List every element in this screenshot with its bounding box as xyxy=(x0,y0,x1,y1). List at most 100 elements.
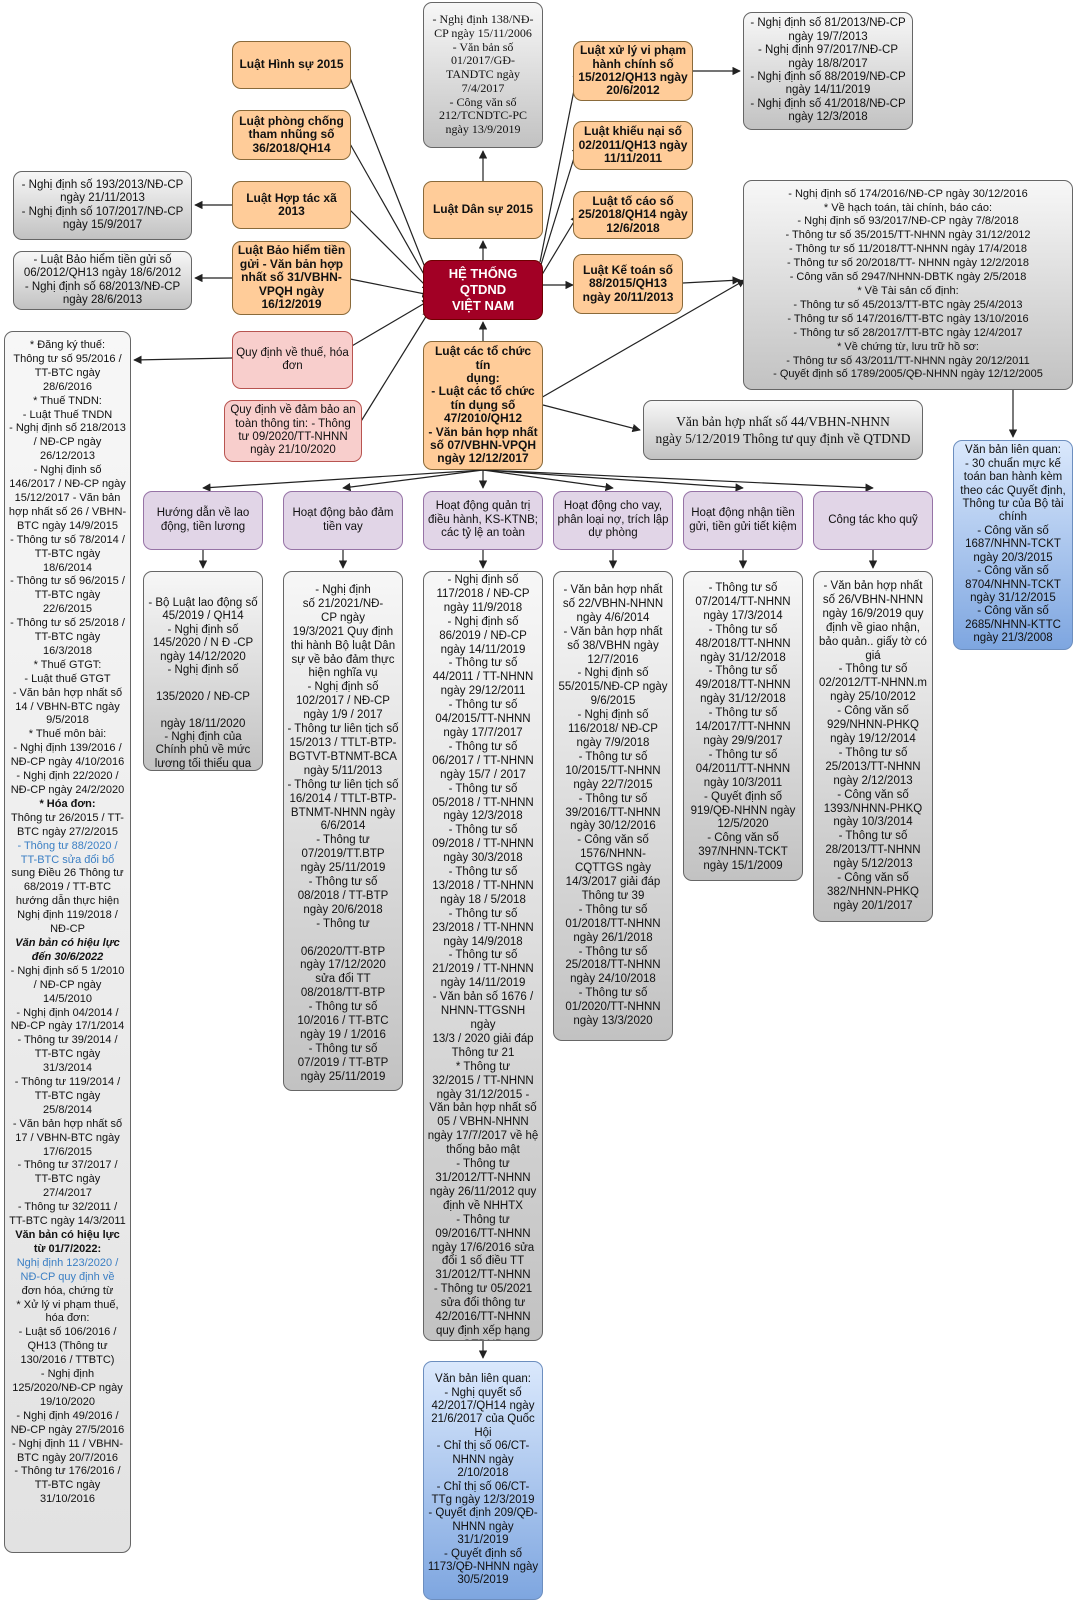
text-line: - Thông tư số 96/2015 / xyxy=(10,575,125,588)
text-line: 9/5/2018 xyxy=(46,714,89,727)
text-line: 15/12/2017 - Văn bản xyxy=(14,491,121,504)
text-line: 2685/NHNN-KTTC xyxy=(965,618,1061,631)
text-line: CQTTGS ngày xyxy=(574,862,652,875)
text-line: TT-BTC sửa đổi bổ xyxy=(20,853,115,866)
text-line: - Thông tư 119/2014 / xyxy=(14,1076,121,1089)
text-line: 01/2017/GĐ- xyxy=(451,53,515,68)
text-line: - Thông tư số 78/2014 / xyxy=(10,533,125,546)
text-line: chính xyxy=(998,511,1028,524)
text-line: 36/2018/QH14 xyxy=(252,140,331,155)
text-line: 22/6/2015 xyxy=(43,603,92,616)
category-kho-quy[interactable]: Công tác kho quỹ xyxy=(813,491,933,550)
text-line: - Thông tư số 25/2018 / xyxy=(10,617,125,630)
text-line: 44/2011 / TT-NHNN xyxy=(432,671,534,684)
node-dan-su-docs[interactable]: - Nghị định 138/NĐ-CP ngày 15/11/2006- V… xyxy=(423,2,543,148)
text-line: 146/2017 / NĐ-CP ngày xyxy=(9,478,126,491)
text-line: ngày 25/11/2019 xyxy=(300,1070,386,1083)
text-line: - Nghị định 49/2016 / xyxy=(16,1409,119,1422)
text-line: 130/2016 / TTBTC) xyxy=(20,1354,115,1367)
text-line: - Nghị định số 107/2017/NĐ-CP xyxy=(21,205,184,218)
text-line: 117/2018 / NĐ-CP xyxy=(436,587,530,600)
text-line: - Thông tư số 35/2015/TT-NHNN ngày 31/12… xyxy=(785,229,1031,242)
text-line: Quy định về đảm bảo an xyxy=(230,404,356,417)
text-line: NĐ-CP quy định về xyxy=(20,1270,115,1283)
text-line: 8704/NHNN-TCKT xyxy=(965,578,1061,591)
text-line: 9/6/2015 xyxy=(590,695,636,708)
text-line: 45/2019 / QH14 xyxy=(162,610,244,623)
node-luat-dan-su[interactable]: Luật Dân sự 2015 xyxy=(423,181,543,239)
text-line: ngày 11/9/2018 xyxy=(443,601,523,614)
text-line: 31/1/2019 xyxy=(457,1534,509,1547)
text-line: 08/2018/TT-BTP xyxy=(300,987,386,1000)
text-line: 07/2019 / TT-BTP xyxy=(297,1056,389,1069)
text-line: TT-BTC ngày 14/3/2011 xyxy=(9,1215,126,1228)
text-line: Luật Hợp tác xã xyxy=(246,190,337,205)
text-line: - Thông tư liên tịch số xyxy=(287,778,399,791)
edge-arrow xyxy=(482,469,874,492)
text-line: Hoạt động quản trị xyxy=(435,500,531,513)
text-line: 14/2017/TT-NHNN xyxy=(695,721,791,734)
text-line: Hướng dẫn về lao xyxy=(156,507,250,520)
text-line: lương tối thiểu qua xyxy=(154,757,252,770)
text-line: 16/12/2019 xyxy=(261,297,322,312)
text-line: - Công văn số xyxy=(977,524,1049,537)
text-line: NHNN-TTGSNH ngày xyxy=(440,1005,526,1031)
text-line: ngày 17/12/2020 xyxy=(300,959,386,972)
text-line: 04/2015/TT-NHNN xyxy=(435,713,531,726)
text-line: 929/NHNN-PHKQ xyxy=(826,719,920,732)
text-line: 05/2018 / TT-NHNN xyxy=(432,796,534,809)
node-thue-docs[interactable]: * Đăng ký thuế:Thông tư số 95/2016 /TT-B… xyxy=(4,331,131,1553)
text-line: 06/2017 / TT-NHNN xyxy=(432,754,534,767)
category-cho-vay-phan-loai-no[interactable]: Hoạt động cho vay,phân loại nợ, trích lậ… xyxy=(553,491,673,550)
text-line: 16/3/2018 xyxy=(43,644,92,657)
text-line: VIỆT NAM xyxy=(451,298,515,313)
text-line: - Thông tư số xyxy=(448,782,518,795)
text-line: ngày 29/12/2011 xyxy=(440,685,526,698)
text-line: - Thông tư số xyxy=(838,746,908,759)
text-line: 10/2015/TT-NHNN xyxy=(565,764,661,777)
edge-arrow xyxy=(342,469,484,492)
text-line: 31/2012/TT-NHNN xyxy=(435,1269,531,1282)
text-line: - Nghị định số xyxy=(577,667,649,680)
text-line xyxy=(341,932,344,946)
text-line: tín dụng số xyxy=(450,397,516,412)
text-line: 135/2020 / NĐ-CP xyxy=(156,690,250,703)
node-luat-hinh-su[interactable]: Luật Hình sự 2015 xyxy=(232,41,351,89)
text-line: ngày 28/6/2013 xyxy=(62,293,143,306)
node-ke-toan-docs[interactable]: - Nghị định số 174/2016/NĐ-CP ngày 30/12… xyxy=(743,180,1073,390)
text-line: - 30 chuẩn mực kế xyxy=(965,457,1061,470)
text-line: 14 / VBHN-BTC ngày xyxy=(15,700,120,713)
text-line: * Về chứng từ, lưu trữ hồ sơ: xyxy=(837,340,979,353)
text-line: sự về bảo đảm thực xyxy=(291,653,395,666)
text-line: * Đăng ký thuế: xyxy=(29,339,106,351)
text-line: * Xử lý vi phạm thuế, xyxy=(16,1298,119,1311)
